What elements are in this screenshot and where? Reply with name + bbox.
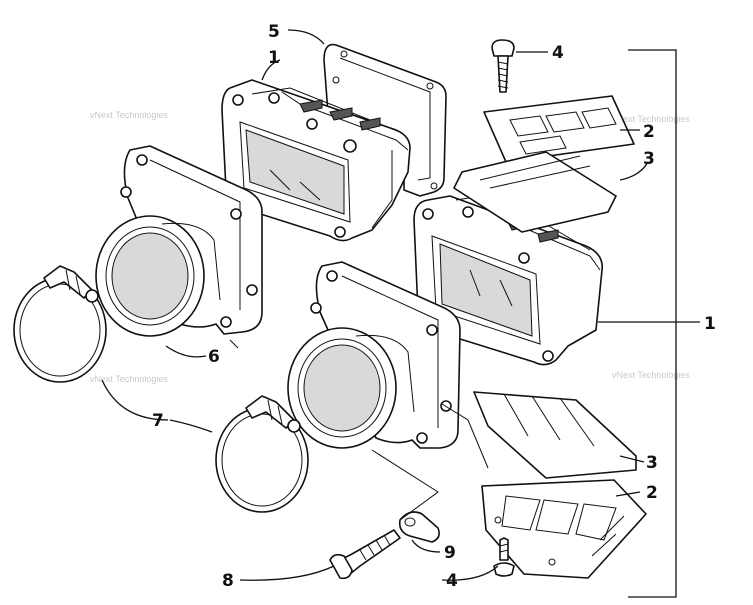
watermark-3: vNext Technologies: [90, 374, 168, 384]
callout-7: 7: [152, 411, 164, 431]
washer-part-9: [398, 511, 440, 543]
screw-top-part-4: [491, 39, 515, 93]
assembly-bracket: [628, 49, 677, 598]
reed-block-top-part-1: [221, 79, 411, 242]
callout-6: 6: [208, 347, 220, 367]
callout-3-bottom: 3: [646, 453, 658, 473]
reed-stopper-top-part-2: [483, 95, 635, 163]
hose-clamp-lower-part-7: [215, 395, 309, 513]
callout-4-bottom: 4: [446, 571, 458, 591]
gasket-part-5: [323, 43, 447, 197]
reed-block-right-part-1: [413, 193, 603, 366]
callout-leaders: [101, 29, 700, 581]
reed-petal-top-part-3: [453, 151, 617, 233]
watermark-4: vNext Technologies: [612, 370, 690, 380]
watermark-2: vNext Technologies: [612, 114, 690, 124]
reed-petal-bottom-part-3: [473, 391, 637, 479]
callout-3-top: 3: [643, 149, 655, 169]
hose-clamp-upper-part-7: [13, 265, 107, 383]
bolt-part-8: [329, 529, 401, 580]
callout-4-top: 4: [552, 43, 564, 63]
callout-1-top: 1: [268, 48, 280, 68]
reed-stopper-bottom-part-2: [481, 479, 647, 579]
callout-2-top: 2: [643, 122, 655, 142]
callout-5: 5: [268, 22, 280, 42]
screw-bottom-part-4: [493, 537, 515, 577]
callout-2-bottom: 2: [646, 483, 658, 503]
callout-8: 8: [222, 571, 234, 591]
intake-boot-upper-part-6: [95, 145, 263, 337]
intake-boot-lower-part-6: [287, 261, 461, 449]
watermark-1: vNext Technologies: [90, 110, 168, 120]
callout-9: 9: [444, 543, 456, 563]
callout-1-right: 1: [704, 314, 716, 334]
guide-lines: [229, 339, 489, 521]
